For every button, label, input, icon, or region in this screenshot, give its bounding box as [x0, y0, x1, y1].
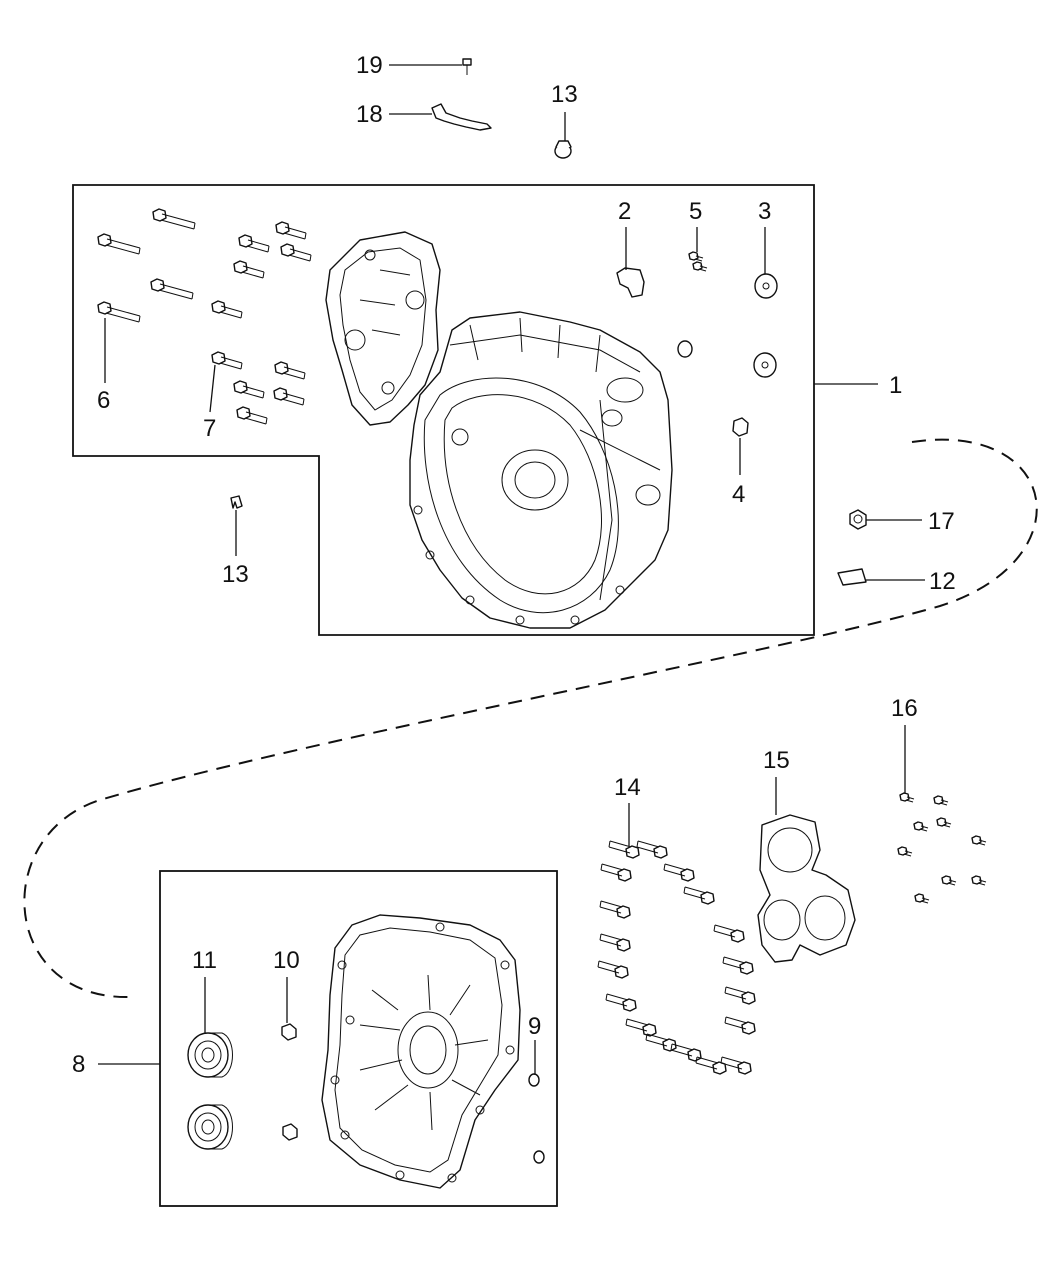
gasket-item-15: [757, 814, 856, 963]
case-cover-plate: [325, 231, 441, 426]
screws-item-5: [688, 251, 708, 272]
bolt-set-item-14: [597, 840, 756, 1075]
main-transmission-case: [409, 311, 673, 629]
washer-item-3: [753, 273, 778, 378]
callout-18: 18: [356, 101, 383, 128]
callout-2: 2: [618, 198, 631, 225]
bolt-set-item-6: [97, 208, 196, 323]
callout-1: 1: [889, 372, 902, 399]
callout-13-lower: 13: [222, 561, 249, 588]
clip-item-13-lower: [230, 495, 243, 509]
callout-13-top: 13: [551, 81, 578, 108]
bracket-item-18: [431, 103, 492, 131]
dashed-connector: [23, 438, 1038, 999]
callout-14: 14: [614, 774, 641, 801]
plug-item-4: [732, 417, 749, 437]
callout-7: 7: [203, 415, 216, 442]
tag-item-12: [837, 568, 867, 586]
nut-item-17: [849, 509, 867, 530]
callout-15: 15: [763, 747, 790, 774]
sensor-item-2: [616, 267, 645, 298]
bolt-set-item-7: [211, 221, 312, 425]
upper-case-frame: [72, 184, 815, 636]
leader-lines: [98, 64, 925, 1075]
bolt-item-19: [462, 58, 472, 75]
callout-17: 17: [928, 508, 955, 535]
seal-item-11: [187, 1032, 233, 1150]
callout-19: 19: [356, 52, 383, 79]
callout-labels: 19 18 13 2 5 3 1 4 6 7 13 17 12 16 15 14…: [72, 52, 956, 1078]
callout-11: 11: [192, 947, 217, 974]
callout-6: 6: [97, 387, 110, 414]
lower-case-frame: [159, 870, 558, 1207]
plug-case: [677, 340, 693, 358]
plug-item-10: [281, 1023, 298, 1141]
callout-3: 3: [758, 198, 771, 225]
callout-8: 8: [72, 1051, 85, 1078]
callout-9: 9: [528, 1013, 541, 1040]
pin-item-9: [528, 1073, 545, 1164]
callout-16: 16: [891, 695, 918, 722]
callout-5: 5: [689, 198, 702, 225]
bolt-set-item-16: [897, 792, 987, 904]
lower-transmission-case: [321, 914, 521, 1189]
callout-12: 12: [929, 568, 956, 595]
callout-4: 4: [732, 481, 745, 508]
plug-item-13-top: [554, 140, 572, 159]
callout-10: 10: [273, 947, 300, 974]
